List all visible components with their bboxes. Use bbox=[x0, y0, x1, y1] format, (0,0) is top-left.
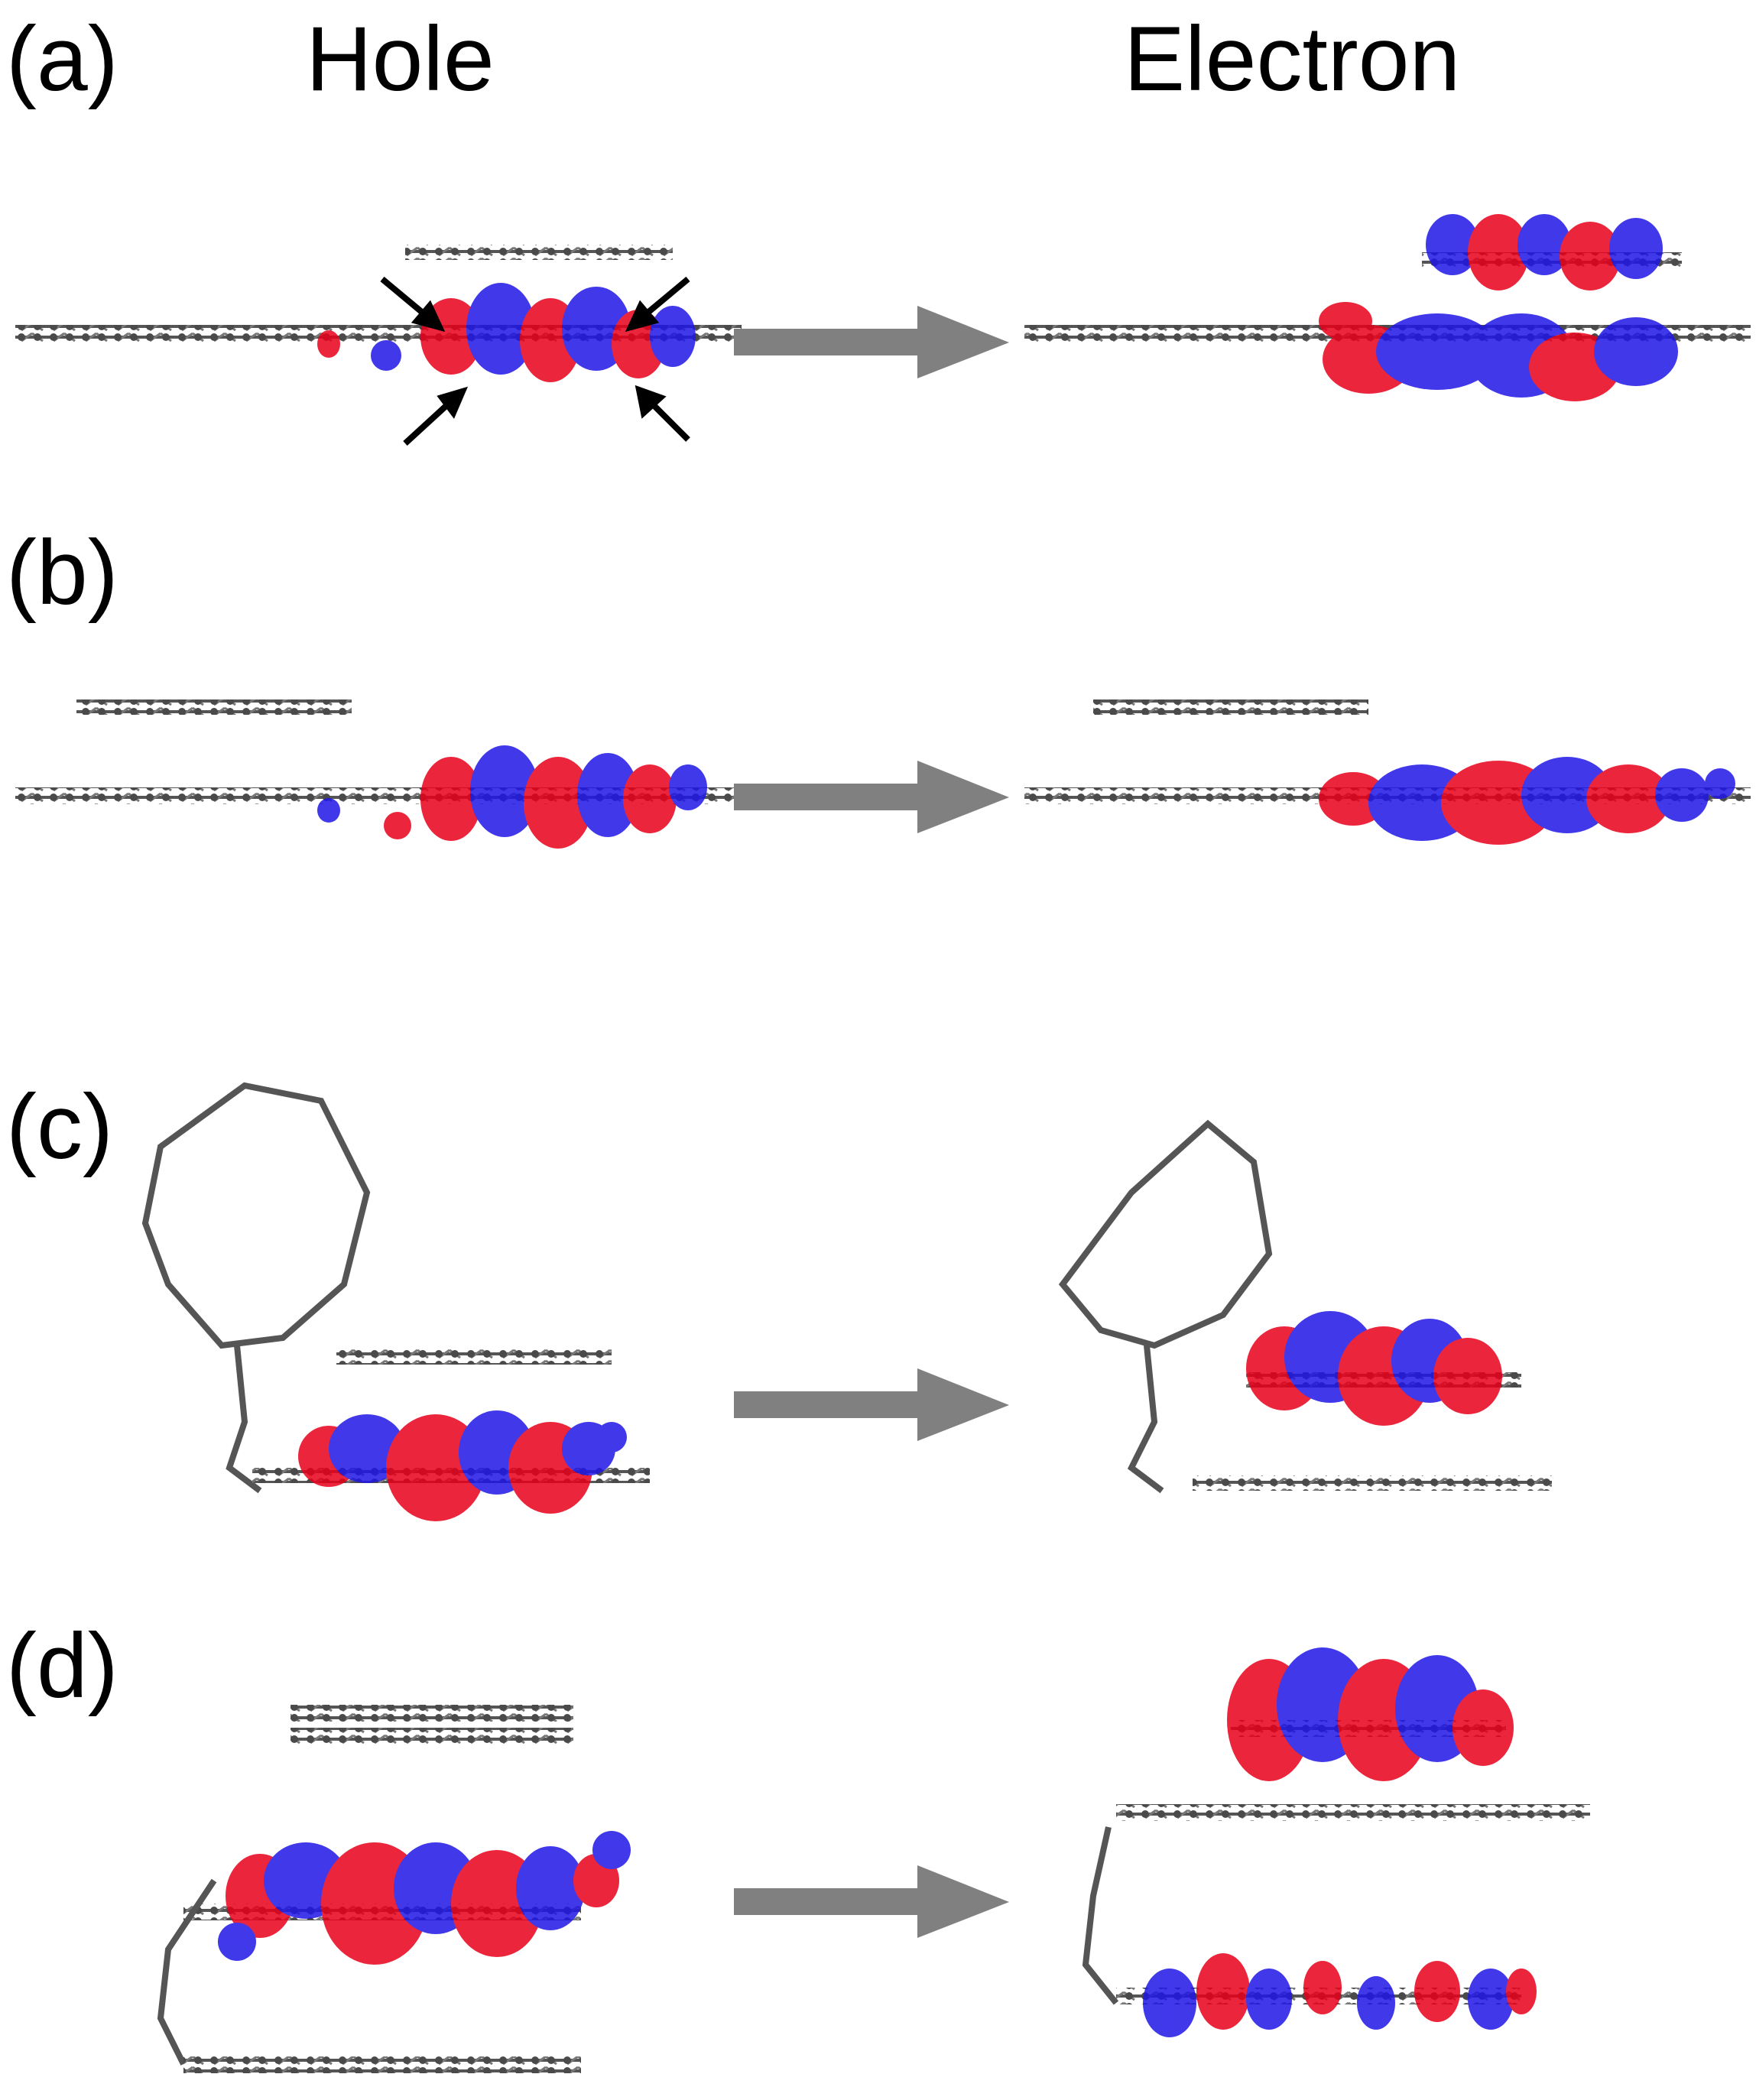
panel-label-a: (a) bbox=[6, 8, 118, 110]
panel-b: (b) bbox=[6, 521, 1751, 849]
hole-structure-d bbox=[157, 1705, 631, 2073]
panel-label-c: (c) bbox=[6, 1076, 113, 1178]
electron-structure-b bbox=[1024, 699, 1751, 845]
linker-chain bbox=[157, 1878, 217, 2066]
pyrene-unit bbox=[1058, 1119, 1273, 1349]
right-arrow-icon bbox=[734, 1865, 1009, 1938]
right-arrow-icon bbox=[734, 306, 1009, 378]
linker-chain bbox=[1127, 1345, 1164, 1494]
molecule-stack bbox=[1093, 699, 1368, 715]
molecule-chain bbox=[1116, 1804, 1590, 1821]
hole-structure-a bbox=[15, 245, 742, 446]
hole-structure-b bbox=[15, 699, 742, 849]
linker-chain bbox=[226, 1345, 262, 1494]
hole-density-lobes bbox=[298, 1410, 627, 1521]
electron-structure-c bbox=[1058, 1119, 1552, 1494]
molecule-chain bbox=[183, 2056, 581, 2073]
electron-structure-d bbox=[1082, 1647, 1590, 2037]
panel-c: (c) bbox=[6, 1076, 1552, 1521]
panel-d: (d) bbox=[6, 1615, 1590, 2073]
right-arrow-icon bbox=[734, 1368, 1009, 1441]
panel-label-b: (b) bbox=[6, 521, 118, 624]
black-pointer-arrow-icon bbox=[380, 276, 690, 446]
panel-a: (a) bbox=[6, 8, 1751, 446]
molecule-stack bbox=[76, 699, 352, 715]
hole-density-lobes bbox=[218, 1831, 631, 1965]
panel-label-d: (d) bbox=[6, 1615, 118, 1717]
hole-density-lobes bbox=[317, 745, 707, 849]
electron-density-lobes bbox=[1319, 214, 1678, 401]
electron-structure-a bbox=[1024, 214, 1751, 401]
molecule-stack bbox=[291, 1728, 573, 1745]
hole-structure-c bbox=[141, 1082, 650, 1521]
molecule-chain bbox=[1193, 1475, 1552, 1491]
right-arrow-icon bbox=[734, 761, 1009, 833]
electron-density-lobes bbox=[1143, 1647, 1537, 2037]
hole-header: Hole bbox=[306, 8, 495, 110]
electron-header: Electron bbox=[1124, 8, 1460, 110]
linker-chain bbox=[1082, 1826, 1119, 2005]
molecule-stack bbox=[336, 1349, 612, 1365]
molecule-stack bbox=[405, 245, 673, 260]
pyrene-unit bbox=[141, 1082, 371, 1349]
molecule-stack bbox=[291, 1705, 573, 1722]
electron-density-lobes bbox=[1246, 1311, 1502, 1426]
electron-density-lobes bbox=[1319, 757, 1735, 845]
